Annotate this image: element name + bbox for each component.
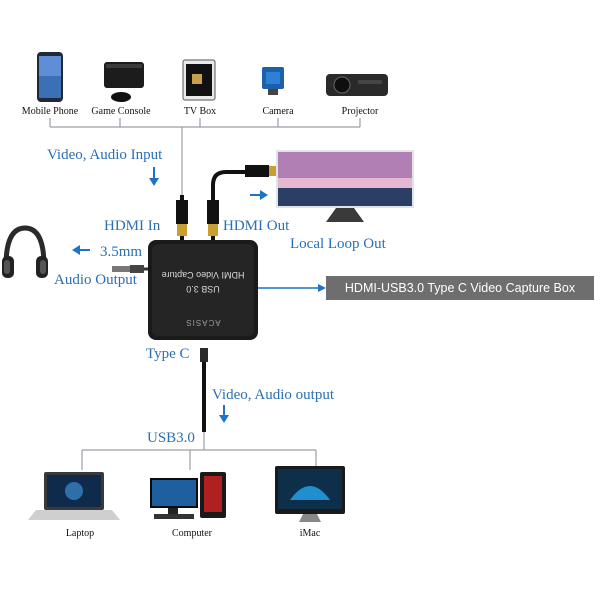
- audio-output-label: Audio Output: [54, 272, 137, 288]
- product-callout: HDMI-USB3.0 Type C Video Capture Box: [326, 276, 594, 300]
- laptop-icon: [28, 472, 120, 520]
- device-title: HDMI Video Capture: [161, 270, 245, 280]
- local-loop-out-label: Local Loop Out: [290, 236, 386, 252]
- device-subtitle: USB 3.0: [186, 284, 220, 294]
- source-label-game-console: Game Console: [91, 106, 151, 117]
- imac-icon: [275, 466, 345, 522]
- output-label-imac: iMac: [299, 528, 321, 539]
- output-arrow: [219, 405, 229, 423]
- loop-out-arrow: [250, 190, 268, 200]
- audio-out-arrow: [72, 245, 90, 255]
- video-audio-input-label: Video, Audio Input: [47, 147, 163, 163]
- usb3-label: USB3.0: [147, 430, 195, 446]
- source-label-projector: Projector: [341, 106, 379, 117]
- mobile-phone-icon: [37, 52, 63, 102]
- hdmi-out-label: HDMI Out: [223, 218, 290, 234]
- usb-bus: [81, 432, 317, 470]
- monitor-icon: [276, 150, 414, 222]
- input-arrow: [149, 167, 159, 186]
- tv-box-icon: [182, 59, 216, 101]
- camera-icon: [262, 67, 284, 95]
- video-audio-output-label: Video, Audio output: [212, 387, 335, 403]
- headphones-icon: [2, 225, 48, 278]
- device-brand: ACASIS: [185, 318, 221, 327]
- type-c-label: Type C: [146, 346, 190, 362]
- capture-box: [148, 240, 258, 340]
- computer-icon: [150, 472, 226, 519]
- type-c-cable: [200, 348, 208, 432]
- hdmi-out-cable: [207, 165, 279, 240]
- callout-pointer: [258, 284, 326, 292]
- source-label-camera: Camera: [262, 106, 294, 117]
- source-label-mobile-phone: Mobile Phone: [21, 106, 79, 117]
- projector-icon: [326, 74, 388, 96]
- output-label-computer: Computer: [172, 528, 212, 539]
- source-bus: [49, 118, 361, 200]
- source-label-tv-box: TV Box: [183, 106, 217, 117]
- 3-5mm-label: 3.5mm: [100, 244, 143, 260]
- hdmi-in-cable: [176, 195, 188, 240]
- hdmi-in-label: HDMI In: [104, 218, 161, 234]
- game-console-icon: [104, 62, 144, 102]
- output-label-laptop: Laptop: [65, 528, 95, 539]
